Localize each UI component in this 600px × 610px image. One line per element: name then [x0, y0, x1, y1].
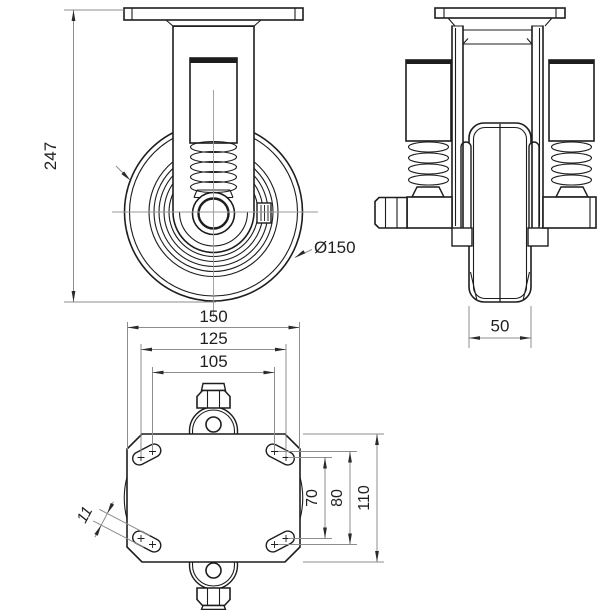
plan-axle-nut-bottom-cap: [200, 604, 227, 610]
side-neck: [447, 17, 553, 27]
dim-plate-depth: 110: [303, 433, 384, 563]
dim-overall-height: 247: [41, 9, 216, 303]
side-spring-right: [550, 141, 593, 186]
plan-axle-nut-top-cap: [200, 382, 227, 392]
side-leg-foot-left: [451, 227, 473, 247]
dim-bolt-span-outer-label: 125: [199, 329, 227, 348]
dim-plate-width-label: 150: [199, 307, 227, 326]
side-wheel-taper: [469, 271, 531, 301]
plan-slot-center-marks: [137, 448, 290, 548]
side-cross-band: [462, 29, 533, 45]
dim-bolt-rows-outer: 80: [278, 451, 357, 545]
side-spring-left: [407, 141, 450, 186]
dim-overall-height-label: 247: [41, 142, 60, 170]
plan-axle-nut-bottom: [196, 587, 231, 607]
front-neck: [165, 19, 262, 28]
plan-slot-bottom-right: [265, 530, 295, 553]
dim-bolt-rows-outer-label: 80: [329, 489, 346, 507]
plan-axle-nut-bottom-facets: [206, 588, 221, 605]
plan-slot-top-left: [132, 443, 162, 466]
dim-wheel-diameter-label: Ø150: [314, 238, 356, 257]
side-spring-box-left-cap: [406, 60, 451, 64]
side-top-plate: [434, 7, 566, 19]
dim-plate-depth-label: 110: [356, 485, 373, 511]
dim-wheel-diameter: Ø150: [115, 165, 356, 258]
plan-mounting-plate: [126, 433, 301, 563]
side-leg-foot-right: [527, 227, 549, 247]
side-hub-boss-right: [528, 141, 540, 238]
front-view: [112, 7, 318, 312]
side-axle-arm-left: [406, 196, 453, 229]
side-top-plate-ticks: [443, 8, 557, 18]
front-axle-nut-right: [256, 202, 272, 224]
side-axle-nut: [374, 196, 408, 229]
plan-axle-nut-top: [196, 389, 231, 409]
side-view: [374, 7, 597, 303]
dim-plate-width: 150: [127, 307, 300, 450]
plan-wheel-arc-right: [299, 476, 304, 520]
front-top-plate-ticks: [131, 8, 296, 20]
side-spring-seat-right: [554, 186, 590, 198]
plan-axle-nut-top-facets: [206, 391, 221, 408]
dim-bolt-span-inner-label: 105: [199, 352, 227, 371]
side-spring-box-left: [405, 59, 452, 142]
dim-wheel-width: 50: [468, 306, 532, 348]
plan-view: [123, 305, 304, 610]
side-spring-box-right: [548, 59, 595, 142]
dim-bolt-span-outer: 125: [140, 329, 287, 457]
plan-slot-top-right: [265, 443, 295, 466]
front-spring-housing-cap: [190, 58, 237, 63]
dim-bolt-rows-inner-label: 70: [304, 489, 321, 507]
side-spring-seat-left: [410, 186, 446, 198]
side-fork-legs: [451, 25, 544, 229]
side-spring-box-right-cap: [549, 60, 594, 64]
wheel-leader-arrow: [121, 171, 131, 181]
side-axle-arm-right: [542, 196, 597, 229]
dim-bolt-span-inner: 105: [152, 352, 275, 451]
dim-wheel-width-label: 50: [491, 317, 510, 336]
front-top-plate: [123, 7, 304, 21]
dim-slot-width: 11: [74, 501, 151, 548]
dim-bolt-rows-inner: 70: [288, 457, 332, 539]
side-axle-nut-facets: [384, 198, 398, 228]
dim-slot-width-label: 11: [74, 504, 97, 526]
front-axle-nut-facets: [260, 205, 269, 221]
plan-wheel-arc-left: [123, 476, 128, 520]
